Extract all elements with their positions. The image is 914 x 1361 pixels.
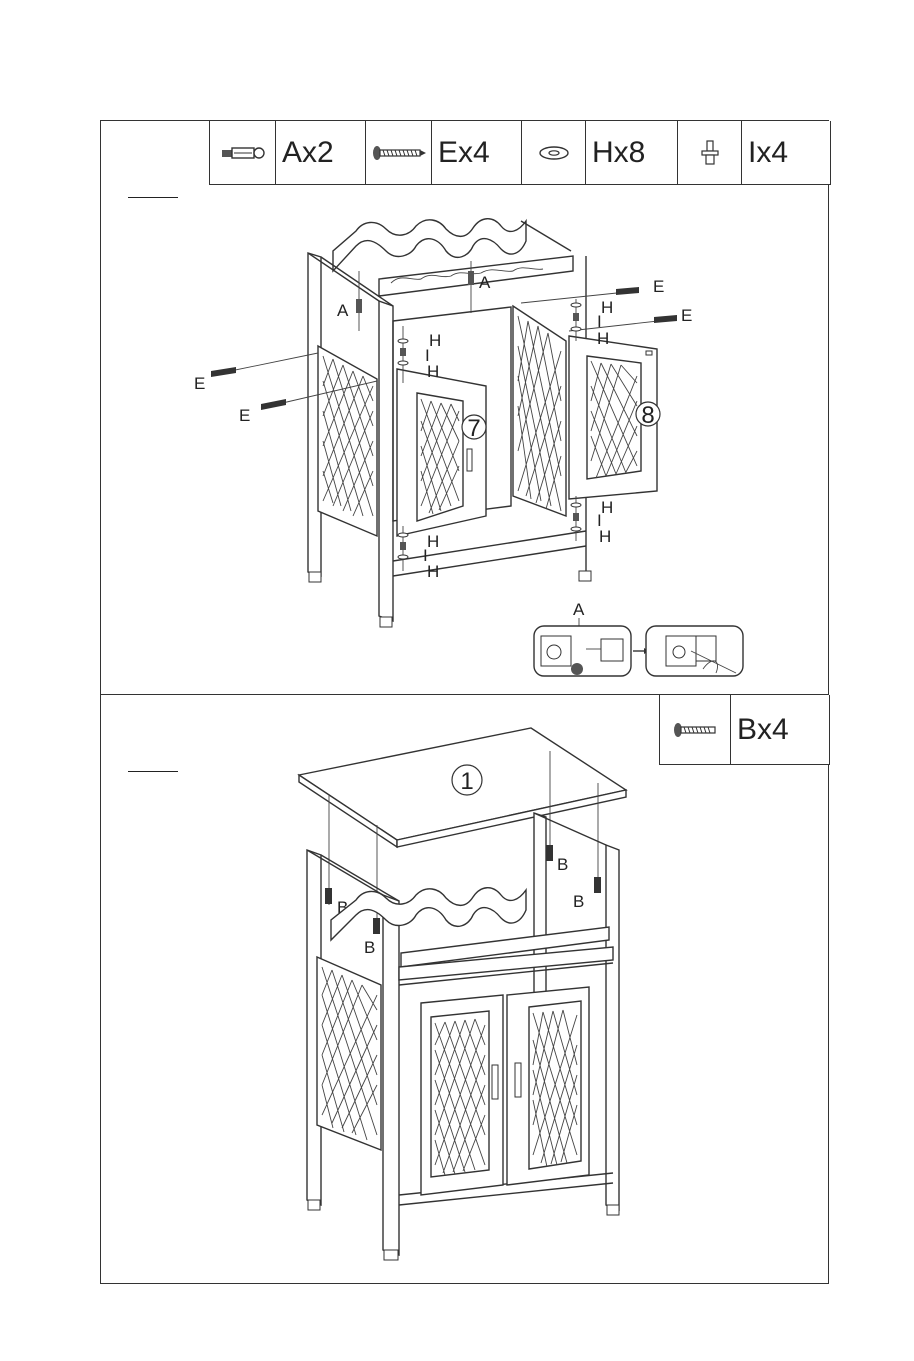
right-door-number: 8 [641, 402, 654, 429]
right-side-panel [513, 306, 566, 516]
callout-a-left: A [337, 301, 349, 320]
callout-a-detail: A [573, 600, 585, 619]
callout-e-right-lower: E [681, 306, 692, 325]
callout-h-5: H [601, 498, 613, 517]
callout-h-6: H [599, 527, 611, 546]
callout-e-left-upper: E [194, 374, 205, 393]
callout-h-3: H [601, 298, 613, 317]
callout-h-4: H [597, 329, 609, 348]
left-door-number: 7 [467, 415, 480, 442]
callout-a-top: A [479, 273, 491, 292]
wine-rack-top [333, 219, 573, 296]
callout-h-1: H [429, 331, 441, 350]
step-1-panel: Ax2 Ex4 Hx8 Ix4 [100, 120, 829, 695]
assembled-cabinet [307, 813, 619, 1260]
callout-e-right-upper: E [653, 277, 664, 296]
left-side-frame [308, 253, 393, 627]
callout-e-left-lower: E [239, 406, 250, 425]
step-2-panel: Bx4 1 B B B B [100, 694, 829, 1284]
callout-h-2: H [427, 362, 439, 381]
cam-lock-detail: A [534, 600, 743, 676]
step-1-exploded-diagram: 7 8 [101, 121, 830, 696]
top-board-number: 1 [460, 768, 473, 795]
step-2-exploded-diagram: 1 B B B B [101, 695, 830, 1285]
callout-h-8: H [427, 562, 439, 581]
callout-b-2: B [364, 938, 375, 957]
right-door-8: 8 [569, 336, 660, 499]
top-board-1: 1 [299, 728, 626, 847]
callout-b-3: B [557, 855, 568, 874]
left-door-7: 7 [397, 369, 486, 536]
callout-b-4: B [573, 892, 584, 911]
callout-h-7: H [427, 532, 439, 551]
